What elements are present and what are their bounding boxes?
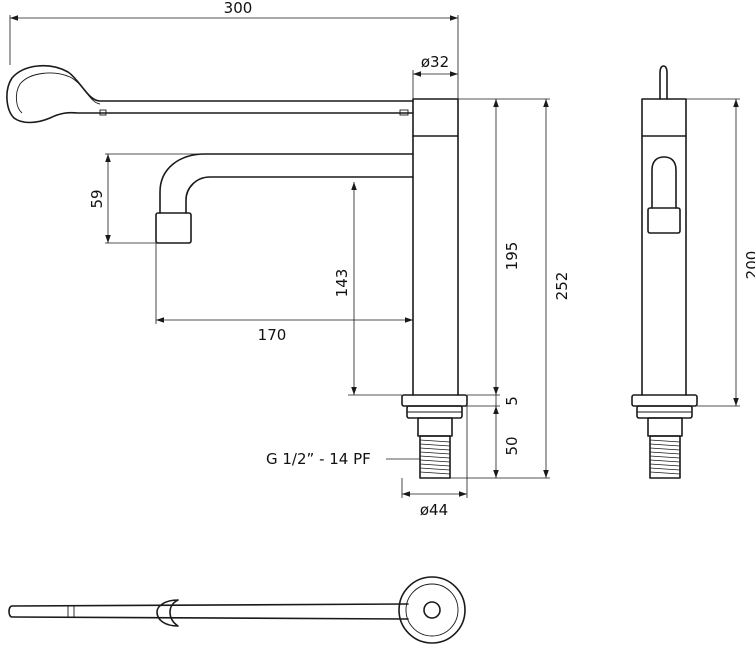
front-dimensions: 300 ø32 59 170 143 195 5 50 252 (9, 0, 571, 519)
dim-body-height: 195 (503, 242, 521, 271)
dim-spout-drop: 59 (88, 189, 106, 208)
dim-spout-outlet-height: 143 (333, 269, 351, 298)
side-threaded-shank (649, 435, 681, 479)
dim-thread-length: 50 (503, 436, 521, 455)
spout (159, 153, 414, 214)
dim-overall-width: 300 (224, 0, 253, 17)
side-body-cap (641, 98, 687, 137)
front-view (6, 64, 468, 479)
top-lever-tip (67, 605, 75, 618)
dim-side-height: 200 (743, 251, 755, 280)
side-shank-collar (647, 417, 683, 437)
side-lever (659, 65, 668, 100)
dim-spout-reach: 170 (258, 326, 287, 344)
top-base-middle (405, 583, 459, 637)
thread-lines (419, 439, 451, 475)
body (412, 135, 459, 396)
side-flange-top (631, 394, 698, 407)
lever-pin-2 (399, 109, 409, 116)
top-spout-outlet (423, 601, 441, 619)
dim-body-diameter: ø32 (421, 53, 449, 71)
side-thread-lines (649, 439, 681, 475)
flange-top (401, 394, 468, 407)
side-spout-outlet (647, 207, 681, 234)
top-lever (8, 603, 409, 620)
top-base-outer (398, 576, 466, 644)
body-cap (412, 98, 459, 137)
side-view: 200 (631, 65, 755, 479)
top-view (8, 576, 466, 644)
thread-spec-label: G 1/2” - 14 PF (266, 450, 371, 468)
top-spout (156, 599, 179, 627)
side-spout (651, 156, 677, 209)
lever-handle (6, 64, 414, 124)
side-body (641, 135, 687, 396)
dim-flange-height: 5 (503, 396, 521, 406)
dim-base-diameter: ø44 (420, 501, 448, 519)
dim-overall-height: 252 (553, 272, 571, 301)
threaded-shank (419, 435, 451, 479)
lever-pin (99, 109, 107, 116)
lever-handle-inner (15, 72, 101, 114)
shank-collar (417, 417, 453, 437)
spout-outlet (155, 212, 192, 244)
